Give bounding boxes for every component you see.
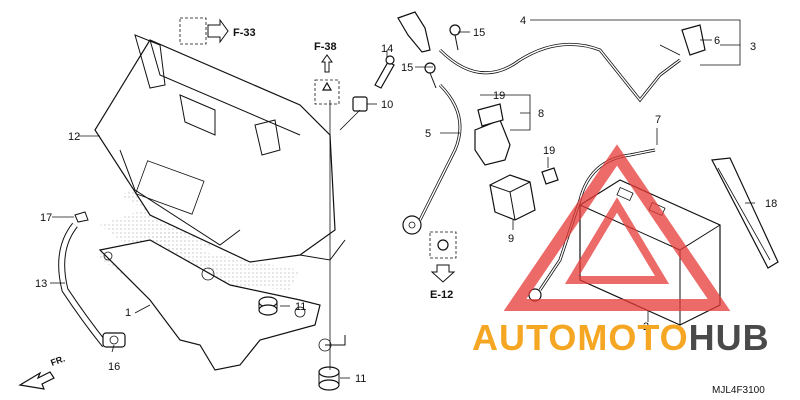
battery-band-part-18 — [711, 157, 779, 269]
hose-clamp-part-16 — [102, 332, 126, 348]
automotohub-watermark: AUTOMOTOHUB — [472, 144, 770, 358]
reference-f38: F-38 — [314, 41, 340, 105]
callout-13: 13 — [35, 278, 47, 290]
reference-f33: F-33 — [179, 17, 256, 45]
screw-part-15-upper — [449, 24, 461, 51]
callout-1: 1 — [125, 307, 131, 319]
callout-15-lower: 15 — [401, 62, 413, 74]
callout-7: 7 — [655, 114, 661, 126]
battery-box-stay-part-1 — [98, 239, 346, 371]
front-marker-label: FR. — [49, 354, 66, 368]
rubber-cushion-part-11-upper — [258, 296, 278, 316]
callout-9: 9 — [508, 233, 514, 245]
callout-19-lower: 19 — [543, 145, 555, 157]
callout-15-upper: 15 — [473, 27, 485, 39]
diagram-code: MJL4F3100 — [712, 385, 765, 396]
collar-part-10 — [352, 96, 368, 112]
callout-11-lower: 11 — [355, 373, 366, 385]
bolt-part-14 — [374, 55, 395, 89]
fuse-part-19 — [541, 167, 559, 185]
callout-4: 4 — [520, 15, 526, 27]
leader-lines — [50, 19, 755, 379]
starter-relay-part-8 — [474, 103, 511, 166]
callout-10: 10 — [381, 99, 393, 111]
reference-e12: E-12 — [429, 231, 457, 301]
reference-label-e12: E-12 — [430, 289, 453, 301]
callout-8: 8 — [538, 108, 544, 120]
clip-part-17 — [74, 211, 89, 223]
callout-2: 2 — [643, 321, 649, 333]
callout-3: 3 — [750, 41, 756, 53]
callout-6: 6 — [714, 35, 720, 47]
callout-14: 14 — [381, 43, 393, 55]
ground-wire-part-5 — [402, 83, 462, 235]
reference-label-f38: F-38 — [314, 41, 337, 53]
callout-16: 16 — [108, 361, 120, 373]
callout-19-upper: 19 — [493, 90, 505, 102]
watermark-logo-text: AUTOMOTOHUB — [472, 317, 770, 358]
callout-5: 5 — [425, 128, 431, 140]
relay-cover-part-9 — [489, 174, 536, 221]
wire-harness-part-3 — [397, 11, 706, 103]
callout-11-upper: 11 — [295, 301, 306, 313]
reference-label-f33: F-33 — [233, 27, 256, 39]
callout-18: 18 — [765, 198, 777, 210]
rubber-cushion-part-11-lower — [318, 366, 340, 391]
callout-17: 17 — [40, 212, 52, 224]
callout-12: 12 — [68, 131, 80, 143]
front-direction-arrow: FR. — [18, 354, 66, 390]
screw-part-15-lower — [424, 62, 437, 89]
breather-hose-part-13 — [58, 222, 108, 348]
